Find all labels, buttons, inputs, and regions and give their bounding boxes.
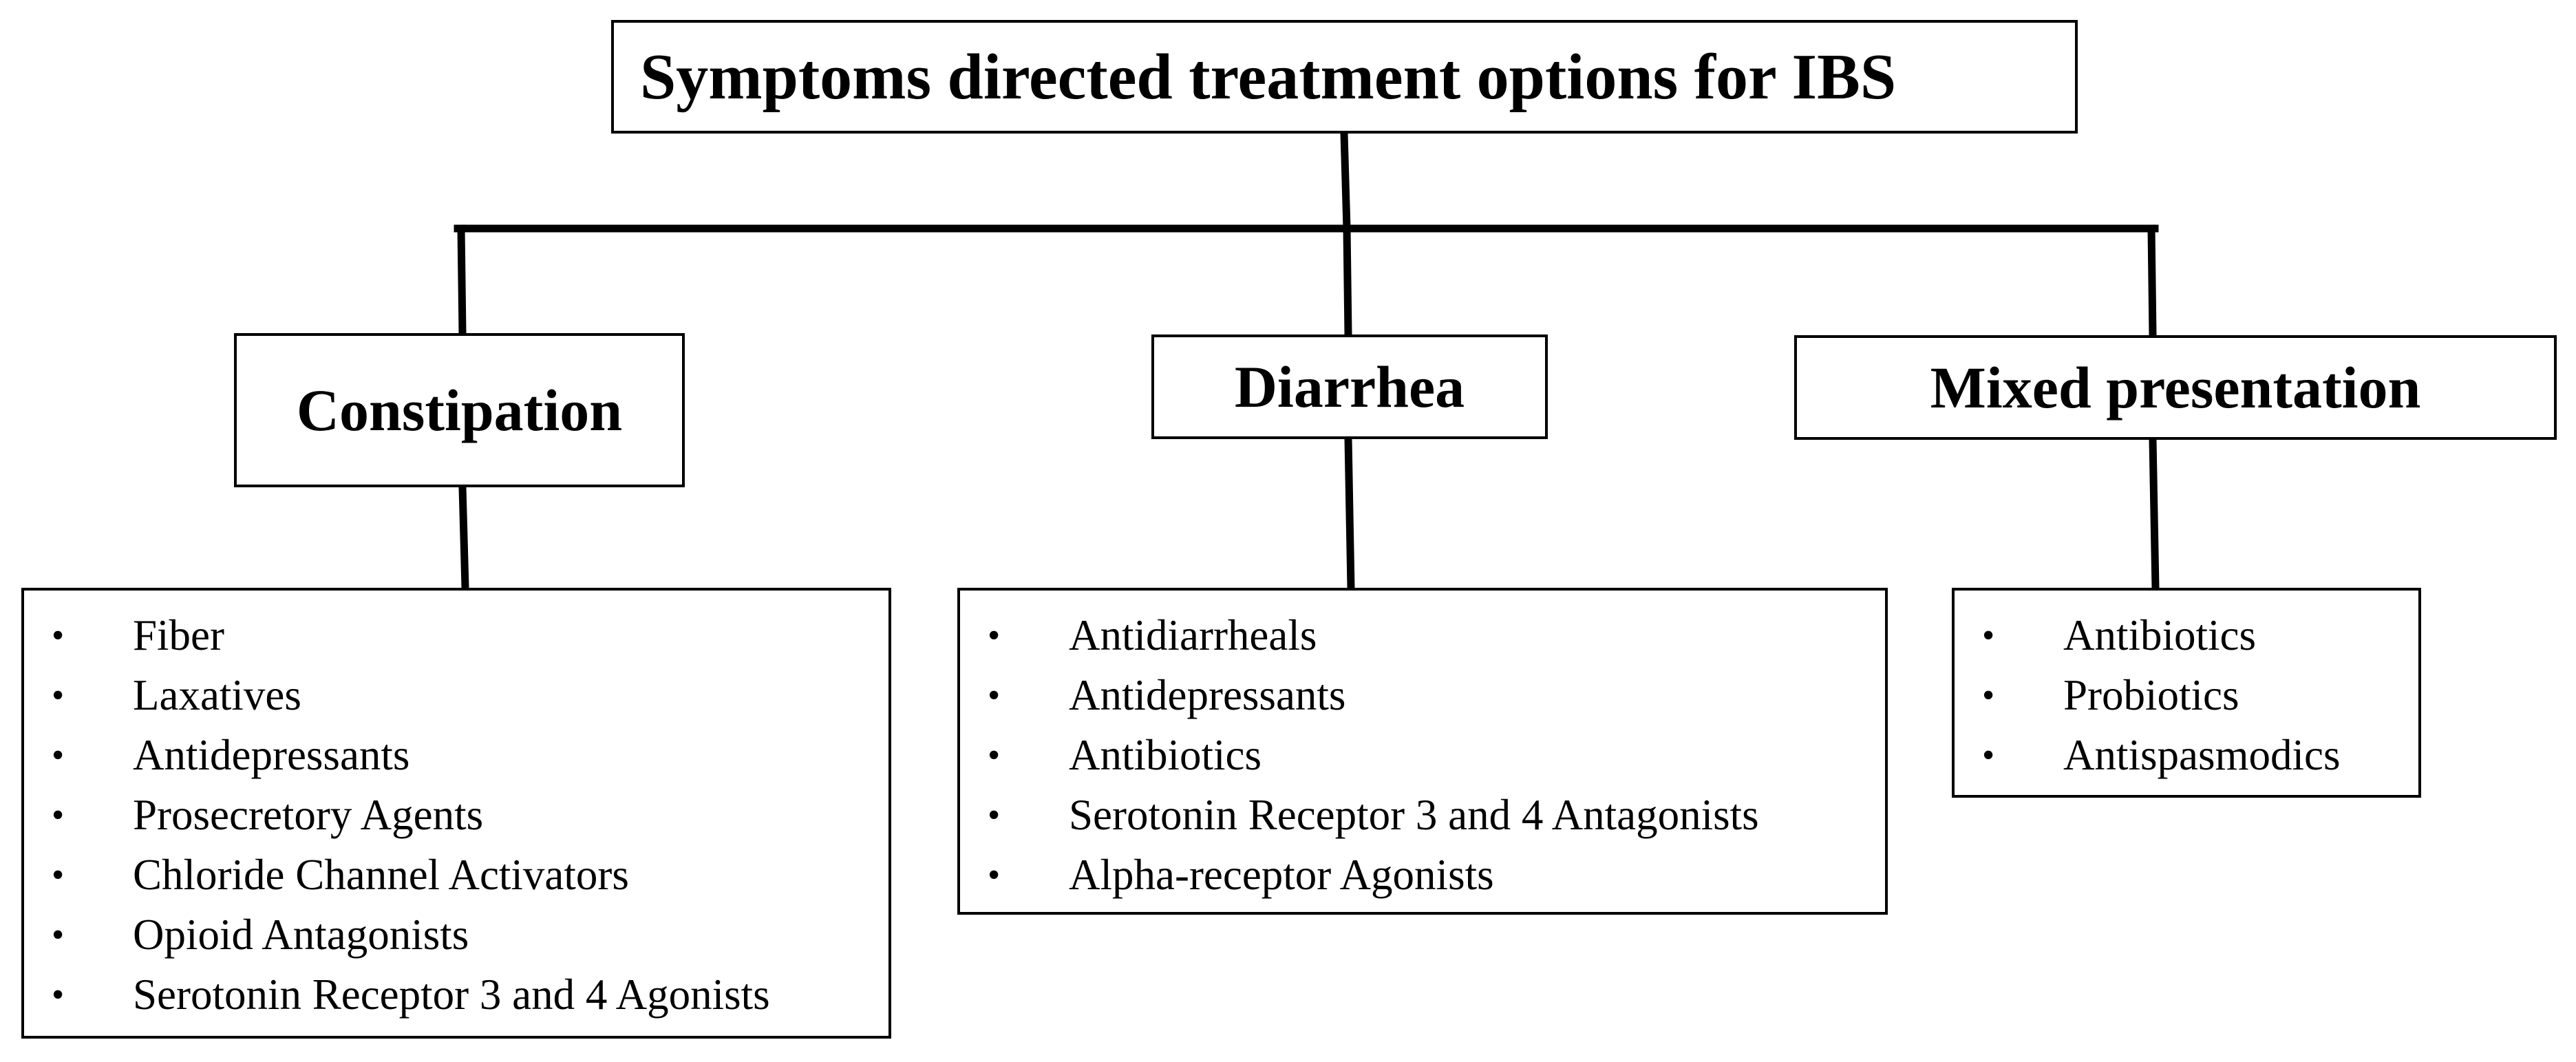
list-item: • Antibiotics — [960, 725, 1885, 785]
category-box-mixed-presentation: Mixed presentation — [1794, 335, 2557, 440]
list-item: • Chloride Channel Activators — [24, 845, 888, 905]
list-item-text: Alpha-receptor Agonists — [1069, 851, 1494, 899]
treatment-list-box-diarrhea: • Antidiarrheals • Antidepressants • Antibi… — [957, 588, 1888, 915]
list-item-text: Chloride Channel Activators — [133, 851, 629, 899]
bullet-icon: • — [1982, 736, 1995, 775]
bullet-icon: • — [1982, 616, 1995, 655]
treatment-list-box-constipation: • Fiber • Laxatives • Antidepressants • Pros… — [21, 588, 891, 1039]
connector-to-mixed — [2147, 224, 2157, 339]
bullet-icon: • — [988, 736, 1001, 775]
bullet-icon: • — [52, 616, 65, 655]
treatment-list-constipation: • Fiber • Laxatives • Antidepressants • Pros… — [24, 606, 888, 1025]
list-item-text: Probiotics — [2063, 671, 2239, 719]
list-item-text: Antidepressants — [1069, 671, 1346, 719]
bullet-icon: • — [988, 676, 1001, 715]
list-item-text: Opioid Antagonists — [133, 911, 469, 959]
list-item: • Antidepressants — [960, 666, 1885, 725]
connector-to-constipation — [457, 224, 467, 337]
bullet-icon: • — [52, 915, 65, 955]
bullet-icon: • — [52, 856, 65, 895]
list-item: • Serotonin Receptor 3 and 4 Agonists — [24, 965, 888, 1025]
treatment-list-box-mixed-presentation: • Antibiotics • Probiotics • Antispasmodics — [1952, 588, 2421, 798]
category-label-mixed-presentation: Mixed presentation — [1930, 354, 2421, 421]
treatment-list-diarrhea: • Antidiarrheals • Antidepressants • Antibi… — [960, 606, 1885, 905]
list-item: • Prosecretory Agents — [24, 785, 888, 845]
list-item: • Antibiotics — [1955, 606, 2418, 666]
connector-constipation-to-list — [458, 483, 469, 592]
category-box-diarrhea: Diarrhea — [1151, 334, 1548, 439]
list-item: • Opioid Antagonists — [24, 905, 888, 965]
list-item-text: Fiber — [133, 611, 224, 659]
bullet-icon: • — [52, 676, 65, 715]
bullet-icon: • — [52, 736, 65, 775]
list-item: • Laxatives — [24, 666, 888, 725]
category-box-constipation: Constipation — [234, 333, 685, 487]
category-label-constipation: Constipation — [296, 377, 623, 443]
connector-diarrhea-to-list — [1344, 435, 1355, 592]
list-item-text: Serotonin Receptor 3 and 4 Agonists — [133, 970, 770, 1019]
list-item-text: Antibiotics — [2063, 611, 2256, 659]
category-label-diarrhea: Diarrhea — [1234, 354, 1465, 420]
list-item: • Antidepressants — [24, 725, 888, 785]
list-item-text: Prosecretory Agents — [133, 791, 484, 839]
bullet-icon: • — [1982, 676, 1995, 715]
diagram-title: Symptoms directed treatment options for … — [640, 41, 1897, 113]
treatment-list-mixed-presentation: • Antibiotics • Probiotics • Antispasmodics — [1955, 606, 2418, 785]
list-item: • Fiber — [24, 606, 888, 666]
bullet-icon: • — [52, 975, 65, 1015]
connector-title-down — [1340, 129, 1351, 233]
list-item-text: Antidiarrheals — [1069, 611, 1317, 659]
list-item-text: Antibiotics — [1069, 731, 1262, 779]
list-item: • Serotonin Receptor 3 and 4 Antagonists — [960, 785, 1885, 845]
bullet-icon: • — [988, 856, 1001, 895]
connector-to-diarrhea — [1343, 224, 1352, 339]
list-item: • Alpha-receptor Agonists — [960, 845, 1885, 905]
list-item-text: Laxatives — [133, 671, 301, 719]
bullet-icon: • — [52, 796, 65, 835]
bullet-icon: • — [988, 796, 1001, 835]
list-item: • Antidiarrheals — [960, 606, 1885, 666]
list-item: • Probiotics — [1955, 666, 2418, 725]
list-item-text: Antispasmodics — [2063, 731, 2341, 779]
connector-mixed-to-list — [2149, 436, 2160, 592]
list-item: • Antispasmodics — [1955, 725, 2418, 785]
list-item-text: Antidepressants — [133, 731, 410, 779]
bullet-icon: • — [988, 616, 1001, 655]
list-item-text: Serotonin Receptor 3 and 4 Antagonists — [1069, 791, 1759, 839]
title-box: Symptoms directed treatment options for … — [611, 20, 2078, 134]
